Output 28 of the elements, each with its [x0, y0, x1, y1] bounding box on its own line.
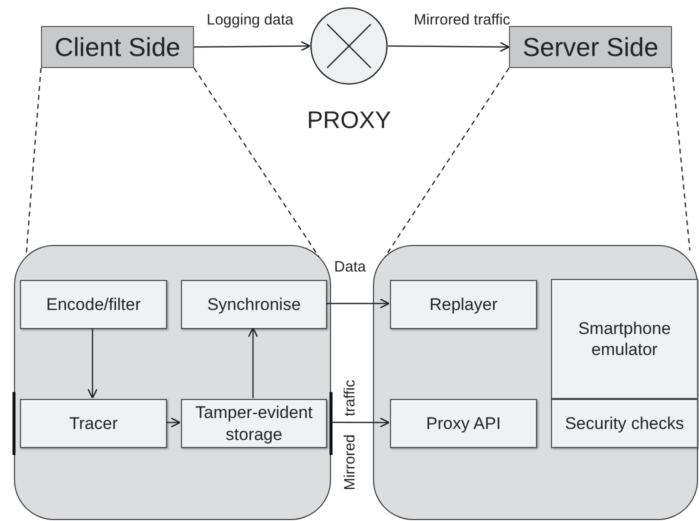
edge-label: Mirrored traffic	[342, 380, 358, 490]
arrow	[326, 298, 390, 309]
dashed-line	[671, 68, 690, 251]
process-box: Security checks	[551, 399, 698, 448]
side-box: Client Side	[41, 26, 194, 68]
process-box: Synchronise	[181, 280, 327, 329]
proxy-caption: PROXY	[306, 106, 392, 136]
edge-label: Mirrored traffic	[414, 12, 510, 28]
dashed-line	[25, 68, 42, 257]
panel	[14, 245, 331, 520]
arrow	[248, 327, 258, 398]
edge-label: Data	[334, 260, 366, 274]
arrow	[194, 40, 311, 52]
process-box: Replayer	[390, 280, 537, 329]
arrow	[166, 417, 181, 428]
dashed-line	[194, 68, 320, 258]
process-box: Smartphone emulator	[551, 279, 698, 399]
edge-label: Logging data	[206, 12, 294, 28]
process-box: Tracer	[20, 399, 167, 448]
arrow	[388, 42, 510, 52]
panel	[373, 245, 698, 520]
arrow	[87, 328, 98, 399]
process-box: Tamper-evident storage	[181, 399, 327, 448]
process-box: Proxy API	[390, 399, 537, 448]
side-box: Server Side	[509, 26, 672, 68]
process-box: Encode/filter	[20, 280, 167, 329]
dashed-line	[384, 68, 510, 258]
arrow	[331, 417, 390, 428]
